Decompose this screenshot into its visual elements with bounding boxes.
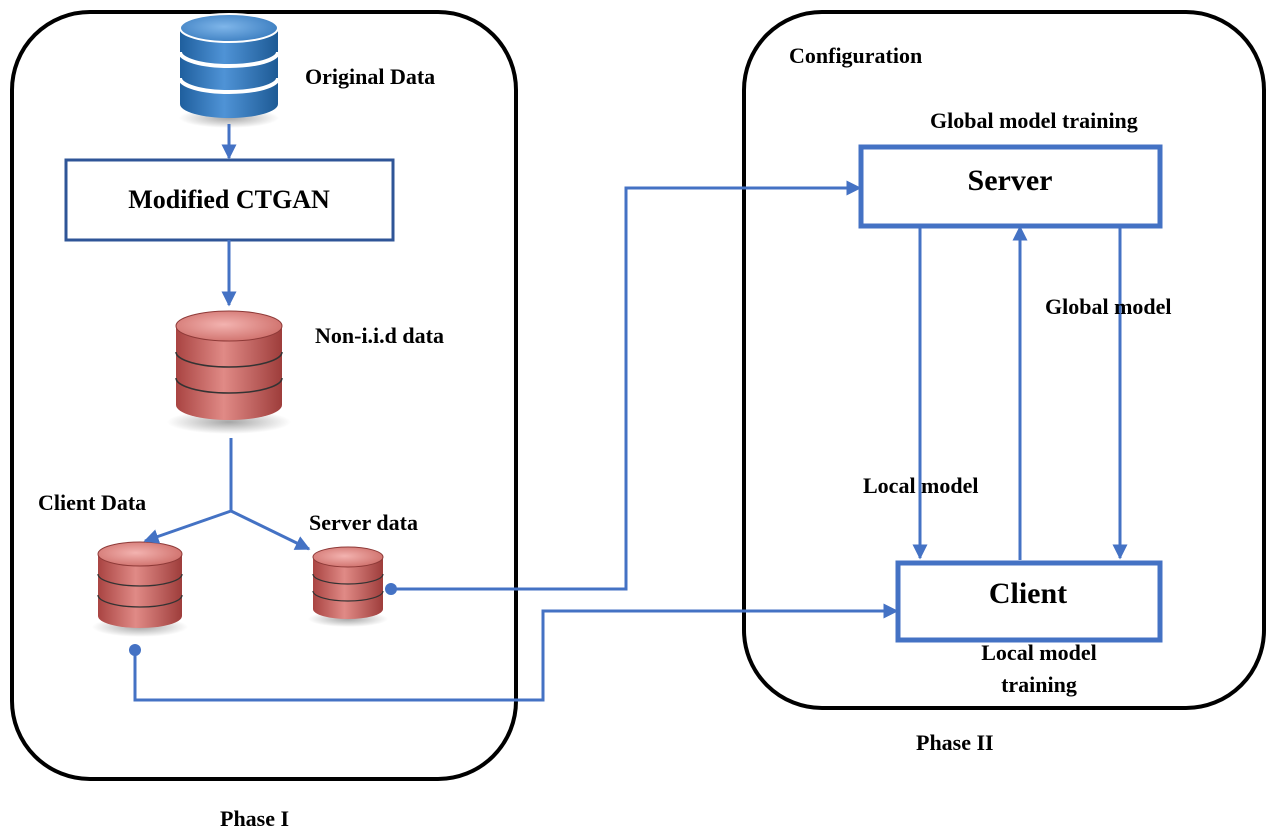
original-data-database-icon: [178, 13, 280, 128]
original-data-label: Original Data: [305, 64, 435, 89]
global-model-label: Global model: [1045, 294, 1172, 319]
phase1-panel: [10, 10, 518, 781]
server-box: [858, 144, 1163, 229]
server-label: Server: [968, 164, 1053, 197]
server-data-database-icon: [308, 546, 388, 627]
phase2-title: Phase II: [916, 730, 994, 755]
client-label: Client: [989, 577, 1067, 610]
client-box: [895, 560, 1163, 643]
noniid-data-label: Non-i.i.d data: [315, 323, 444, 348]
connector-client-data-to-client: [133, 603, 899, 702]
connector-server-data-to-server: [391, 180, 862, 591]
noniid-data-database-icon: [167, 310, 291, 434]
local-model-label: Local model: [863, 473, 979, 498]
phase1-title: Phase I: [220, 806, 289, 831]
arrow-split-to-server-data: [230, 509, 311, 551]
local-model-training-line1: Local model: [981, 640, 1097, 665]
ctgan-box: [64, 158, 395, 242]
phase2-panel: [742, 10, 1266, 710]
global-model-training-label: Global model training: [930, 108, 1138, 133]
configuration-label: Configuration: [789, 43, 922, 68]
client-data-database-icon: [92, 541, 188, 637]
ctgan-label: Modified CTGAN: [128, 185, 330, 214]
client-data-label: Client Data: [38, 490, 146, 515]
local-model-training-line2: training: [1001, 672, 1077, 697]
arrow-split-to-client: [143, 509, 232, 544]
server-data-label: Server data: [309, 510, 418, 535]
